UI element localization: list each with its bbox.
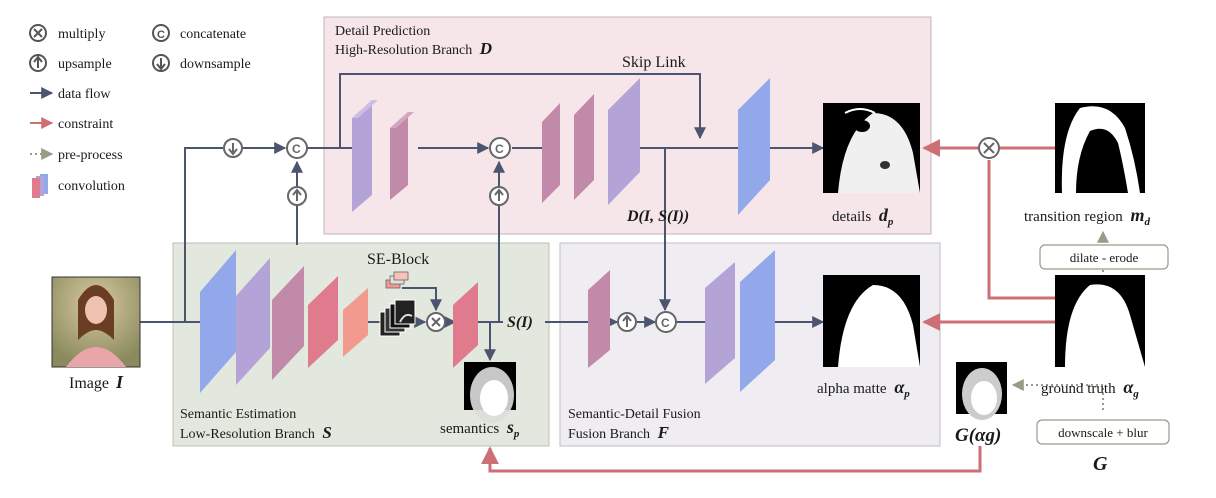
details-label: details <box>832 209 871 225</box>
input-portrait-image <box>51 276 141 368</box>
op-concatenate-1-icon: C <box>286 137 308 159</box>
transition-region-symbol: m <box>1130 205 1144 225</box>
details-symbol: d <box>879 205 889 225</box>
legend-concatenate: concatenate <box>180 27 246 42</box>
g-alpha-label: G(αg) <box>955 425 1001 446</box>
legend-convolution: convolution <box>58 179 125 194</box>
se-block-icon <box>379 271 416 337</box>
conv-sem-1 <box>200 250 236 393</box>
conv-detail-3 <box>542 103 560 203</box>
data-flow-lines <box>140 73 825 362</box>
legend: multiply upsample data flow constraint p… <box>29 24 251 198</box>
op-concatenate-2-icon: C <box>489 137 511 159</box>
conv-detail-2 <box>390 112 414 200</box>
detail-branch-title-2: High-Resolution Branch <box>335 43 472 58</box>
svg-text:details dp: details dp <box>832 205 894 228</box>
conv-sem-5 <box>343 288 368 357</box>
op-upsample-2-icon <box>489 186 509 206</box>
se-block-label: SE-Block <box>367 251 429 268</box>
conv-blocks <box>200 78 775 393</box>
svg-text:Image I: Image I <box>69 372 124 392</box>
op-multiply-se-icon <box>426 312 446 332</box>
conv-detail-5 <box>608 78 640 205</box>
transition-region-image <box>1055 103 1145 193</box>
semantics-symbol: s <box>506 417 514 437</box>
g-alpha-image <box>956 362 1007 420</box>
fusion-branch-title-2: Fusion Branch <box>568 427 650 442</box>
svg-text:C: C <box>495 142 504 156</box>
conv-sem-2 <box>236 258 270 385</box>
svg-text:Fusion Branch F: Fusion Branch F <box>568 423 670 442</box>
skip-link-label: Skip Link <box>622 54 686 71</box>
svg-text:C: C <box>292 142 301 156</box>
convolution-icon <box>32 174 48 198</box>
constraint-lines <box>481 139 1055 473</box>
ground-truth-symbol: α <box>1123 377 1134 397</box>
conv-fus-2 <box>705 262 735 384</box>
conv-sem-6 <box>453 282 478 368</box>
legend-data-flow: data flow <box>58 87 111 102</box>
fusion-branch-title-1: Semantic-Detail Fusion <box>568 407 701 422</box>
transition-region-sub: d <box>1145 216 1151 228</box>
alpha-matte-symbol: α <box>894 377 905 397</box>
downscale-blur-label: downscale + blur <box>1058 425 1148 440</box>
alpha-matte-image <box>823 275 920 367</box>
svg-text:C: C <box>157 29 165 41</box>
alpha-matte-sub: p <box>903 388 910 400</box>
dilate-erode-label: dilate - erode <box>1070 250 1139 265</box>
op-concatenate-3-icon: C <box>655 311 677 333</box>
details-sub: p <box>887 216 894 228</box>
svg-text:semantics sp: semantics sp <box>440 417 520 440</box>
detail-branch-title-1: Detail Prediction <box>335 24 430 39</box>
legend-downsample: downsample <box>180 57 251 72</box>
legend-pre-process: pre-process <box>58 148 123 163</box>
semantic-branch-symbol: S <box>322 423 331 442</box>
svg-text:C: C <box>661 316 670 330</box>
svg-text:High-Resolution Branch D: High-Resolution Branch D <box>335 39 492 58</box>
downscale-blur-box <box>1036 419 1170 445</box>
conv-detail-1 <box>352 100 378 212</box>
semantics-label: semantics <box>440 421 499 437</box>
legend-upsample: upsample <box>58 57 112 72</box>
semantic-branch-title-1: Semantic Estimation <box>180 407 296 422</box>
ground-truth-sub: g <box>1132 388 1139 400</box>
concatenate-icon <box>152 24 170 42</box>
semantics-image <box>464 362 516 423</box>
g-symbol-label: G <box>1093 453 1108 475</box>
op-upsample-3-icon <box>617 312 637 332</box>
op-upsample-1-icon <box>287 186 307 206</box>
svg-text:alpha matte αp: alpha matte αp <box>817 377 910 400</box>
alpha-matte-label: alpha matte <box>817 381 887 397</box>
details-image <box>823 103 920 193</box>
ground-truth-label: ground truth <box>1041 381 1116 397</box>
svg-text:transition region md: transition region md <box>1024 205 1151 228</box>
semantic-branch-title-2: Low-Resolution Branch <box>180 427 315 442</box>
dilate-erode-box <box>1039 244 1169 270</box>
conv-sem-4 <box>308 276 338 368</box>
image-label: Image <box>69 375 109 392</box>
conv-detail-4 <box>574 94 594 200</box>
conv-detail-6 <box>738 78 770 215</box>
d-expression-label: D(I, S(I)) <box>626 208 689 225</box>
svg-text:ground truth αg: ground truth αg <box>1041 377 1139 400</box>
semantics-sub: p <box>513 428 520 440</box>
image-symbol: I <box>115 372 124 392</box>
transition-region-label: transition region <box>1024 209 1123 225</box>
op-downsample-icon <box>223 138 243 158</box>
legend-multiply: multiply <box>58 27 105 42</box>
ground-truth-image <box>1055 275 1145 367</box>
legend-constraint: constraint <box>58 117 113 132</box>
fusion-branch-symbol: F <box>657 423 670 442</box>
conv-fus-1 <box>588 270 610 368</box>
s-expression-label: S(I) <box>507 314 533 331</box>
detail-branch-symbol: D <box>479 39 492 58</box>
op-multiply-constraint-icon <box>978 137 1000 159</box>
svg-text:Low-Resolution Branch S: Low-Resolution Branch S <box>180 423 332 442</box>
conv-fus-3 <box>740 250 775 392</box>
conv-sem-3 <box>272 266 304 380</box>
